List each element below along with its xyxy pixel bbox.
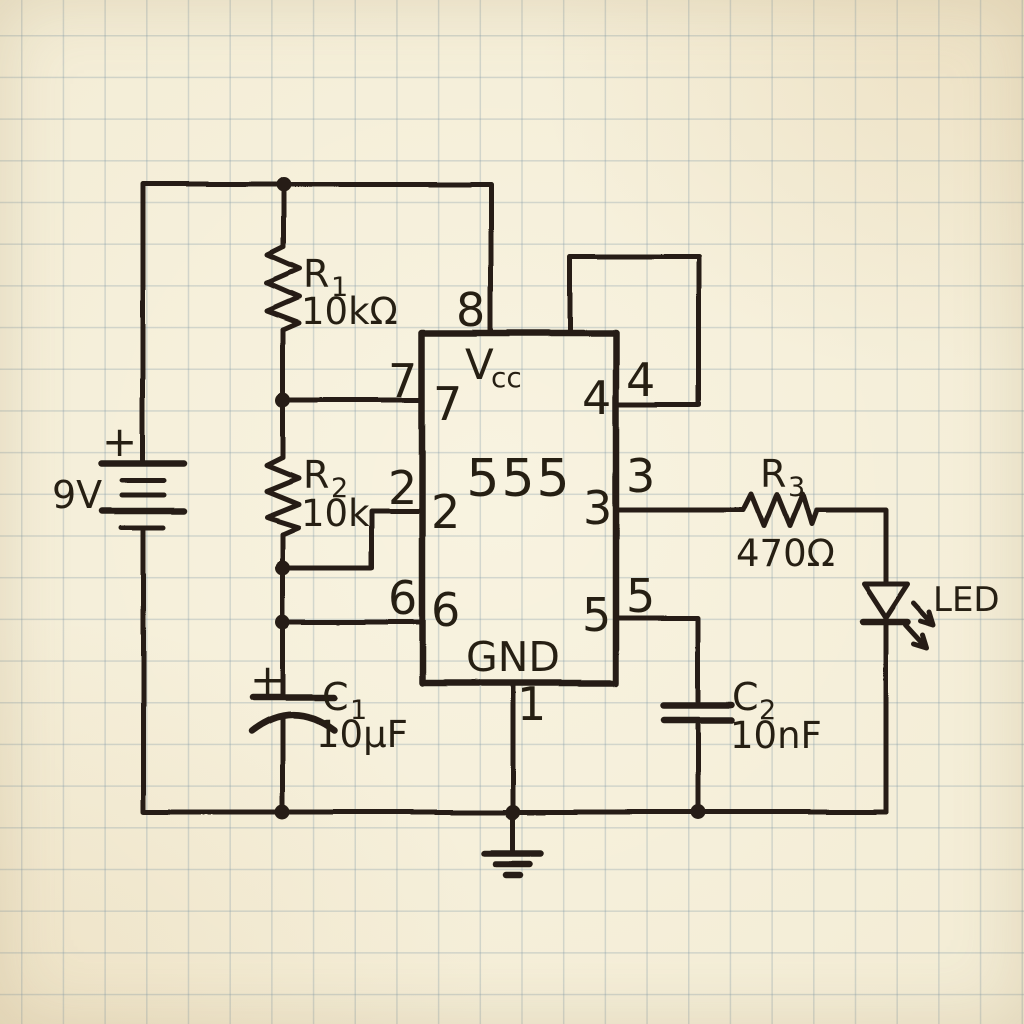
ground-symbol [481, 849, 545, 879]
resistor-r1-ref: R [303, 252, 329, 296]
resistor-r3-ref: R [760, 452, 786, 496]
pin7-label-inner: 7 [433, 377, 462, 431]
vcc-label: V [465, 340, 494, 389]
junction-dot [275, 560, 291, 576]
led-label: LED [933, 580, 1000, 620]
capacitor-c1-ref-sub: 1 [350, 695, 367, 726]
led-symbol [859, 581, 937, 815]
wire-pin5 [613, 615, 701, 704]
battery-symbol [98, 459, 188, 531]
resistor-r2-symbol [264, 455, 302, 538]
resistor-r1-symbol [264, 244, 302, 333]
pin7-label-outer: 7 [388, 354, 417, 408]
battery-voltage-label: 9V [52, 473, 102, 517]
junction-dot [505, 804, 521, 820]
capacitor-c2-ref: C [732, 675, 759, 719]
resistor-r2-ref: R [303, 453, 329, 497]
pin6-label-inner: 6 [431, 583, 460, 637]
junction-dot [690, 804, 706, 820]
labels: + 9V R 1 10kΩ R 2 10k R 3 470Ω + C 1 10μ… [52, 252, 1000, 757]
pin3-label-inner: 3 [583, 481, 612, 535]
capacitor-c2-value: 10nF [730, 714, 822, 757]
resistor-r2-value: 10k [301, 492, 370, 535]
resistor-r3-symbol [740, 491, 820, 529]
resistor-r1-value: 10kΩ [301, 290, 398, 333]
capacitor-c1-value: 10μF [316, 713, 408, 756]
junction-dot [275, 614, 291, 630]
wire-top-rail [140, 181, 494, 466]
resistor-r1-ref-sub: 1 [331, 272, 348, 303]
resistor-r2-ref-sub: 2 [331, 473, 348, 504]
capacitor-c1-plus-label: + [250, 655, 285, 704]
pin4-label-outer: 4 [626, 353, 655, 407]
pin3-label-outer: 3 [626, 449, 655, 503]
wire-pin4-loop [567, 254, 702, 408]
wire-bottom-rail [140, 525, 889, 815]
junction-dot [275, 804, 291, 820]
pin6-label-outer: 6 [388, 571, 417, 625]
capacitor-c2-symbol [660, 701, 736, 815]
battery-plus-label: + [102, 417, 137, 466]
capacitor-c1-symbol [248, 693, 338, 815]
pin5-label-outer: 5 [626, 569, 655, 623]
capacitor-c1-ref: C [322, 675, 349, 719]
wire-r3-led [814, 507, 889, 587]
capacitor-c2-ref-sub: 2 [759, 695, 776, 726]
vcc-label-sub: cc [491, 361, 522, 394]
pin2-label-inner: 2 [431, 485, 460, 539]
wire-pin2 [280, 508, 425, 571]
pin2-label-outer: 2 [388, 461, 417, 515]
resistor-r3-ref-sub: 3 [788, 472, 805, 503]
junction-dot [275, 176, 291, 192]
gnd-label: GND [466, 633, 560, 681]
resistor-r3-value: 470Ω [736, 532, 835, 575]
pin1-label-outer: 1 [517, 677, 546, 731]
pin4-label-inner: 4 [582, 371, 611, 425]
pin8-label-outer: 8 [456, 283, 485, 337]
ic-555-label: 555 [466, 449, 571, 509]
pin5-label-inner: 5 [582, 588, 611, 642]
junction-dot [275, 392, 291, 408]
